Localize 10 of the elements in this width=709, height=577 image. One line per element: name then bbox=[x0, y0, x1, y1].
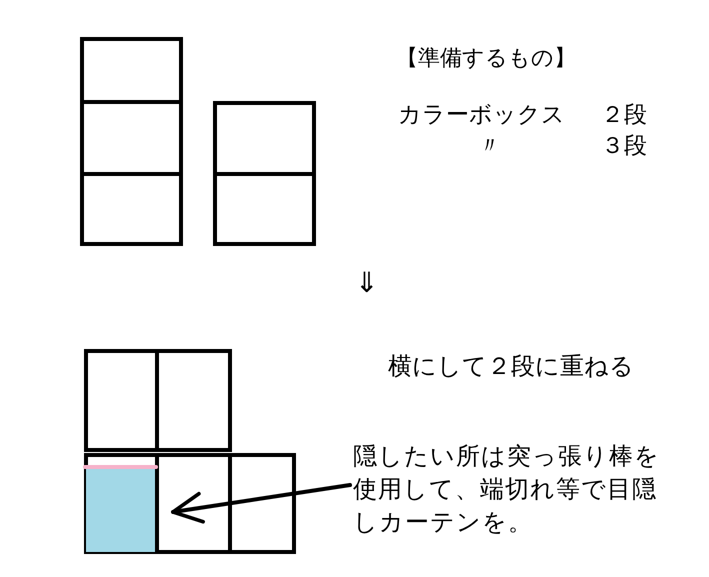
curtain bbox=[86, 468, 155, 552]
instruction-text: 横にして２段に重ねる bbox=[388, 352, 634, 381]
note-text: 隠したい所は突っ張り棒を使用して、端切れ等で目隠しカーテンを。 bbox=[353, 440, 667, 539]
ditto-mark: 〃 bbox=[478, 133, 501, 161]
quantity: ２段 bbox=[601, 102, 647, 130]
heading: 【準備するもの】 bbox=[396, 46, 576, 72]
arrow bbox=[171, 483, 352, 524]
direction-arrow: ⇓ bbox=[355, 266, 378, 300]
item-name: カラーボックス bbox=[398, 102, 565, 130]
quantity: ３段 bbox=[601, 133, 647, 161]
